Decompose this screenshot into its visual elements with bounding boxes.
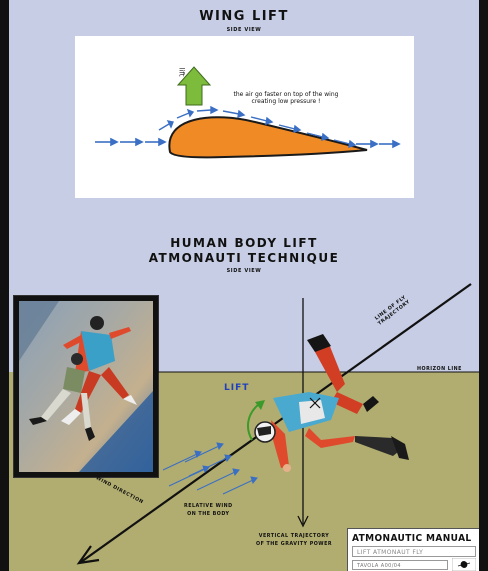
skydiver-body-figure [255, 334, 409, 472]
vertical-trajectory-label-line2: OF THE GRAVITY POWER [256, 541, 332, 549]
atmonautic-logo-icon [452, 558, 476, 571]
relative-wind-label-line1: RELATIVE WIND [184, 503, 233, 511]
manual-title: ATMONAUTIC MANUAL [352, 533, 472, 544]
vertical-trajectory-label-line1: VERTICAL TRAJECTORY [256, 533, 332, 541]
manual-title-block: ATMONAUTIC MANUAL LIFT ATMONAUT FLY TAVO… [347, 528, 479, 571]
human-lift-diagram [9, 0, 479, 571]
lift-label: LIFT [224, 383, 249, 393]
line-of-fly-arrow [79, 284, 471, 563]
relative-wind-label: RELATIVE WIND ON THE BODY [184, 503, 233, 519]
poster: WING LIFT SIDE VIEW [9, 0, 479, 571]
horizon-line-label: HORIZON LINE [417, 367, 462, 372]
vertical-trajectory-label: VERTICAL TRAJECTORY OF THE GRAVITY POWER [256, 533, 332, 549]
relative-wind-label-line2: ON THE BODY [184, 511, 233, 519]
manual-table-number: TAVOLA A00/04 [352, 560, 448, 570]
manual-subtitle: LIFT ATMONAUT FLY [352, 546, 476, 557]
wind-direction-arrows [163, 443, 257, 494]
